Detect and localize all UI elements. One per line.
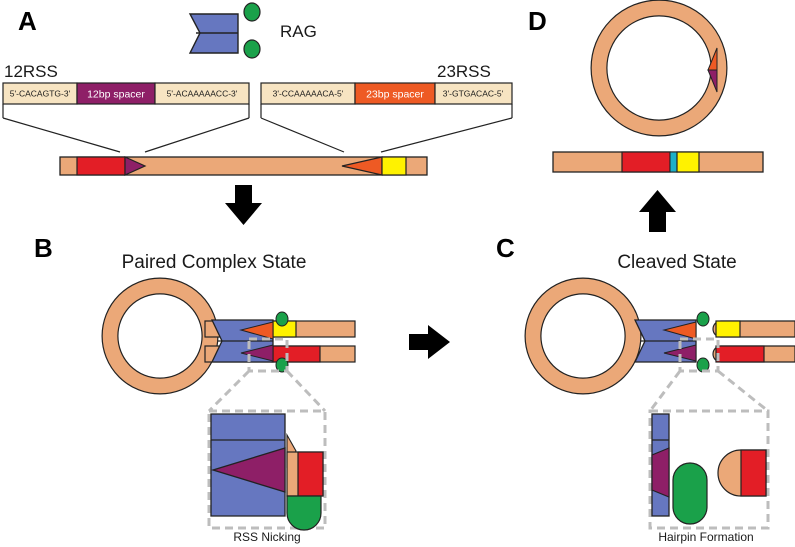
rss23-sequence-box <box>260 82 513 105</box>
panel-letter-b: B <box>34 233 53 263</box>
panel-letter-a: A <box>18 6 37 36</box>
arrow-up-icon <box>639 190 676 232</box>
excised-signal-circle <box>590 0 728 137</box>
rss23-nonamer: 3'-CCAAAAACA-5' <box>273 89 344 99</box>
hairpin-caption: Hairpin Formation <box>658 530 753 544</box>
panel-letter-c: C <box>496 233 515 263</box>
rss-callout-lines <box>2 104 513 153</box>
rss23-heptamer: 3'-GTGACAC-5' <box>443 89 504 99</box>
nicking-caption: RSS Nicking <box>233 530 300 544</box>
arrow-right-icon <box>409 325 450 359</box>
germline-dna-strand <box>59 156 428 176</box>
paired-complex <box>101 277 356 395</box>
nicking-zoom-callout <box>207 337 327 530</box>
rss12-nonamer: 5'-ACAAAAACC-3' <box>167 89 238 99</box>
nicking-zoom-detail <box>210 413 324 531</box>
rss23-spacer: 23bp spacer <box>366 89 424 101</box>
rss12-heptamer: 5'-CACAGTG-3' <box>10 89 71 99</box>
coding-joint-strand <box>552 151 764 173</box>
rag-label: RAG <box>280 22 317 41</box>
hairpin-zoom-detail <box>651 413 767 525</box>
cleaved-complex <box>524 277 795 395</box>
cleaved-state-title: Cleaved State <box>617 252 736 273</box>
hairpin-zoom-callout <box>648 337 770 530</box>
paired-complex-title: Paired Complex State <box>122 252 307 273</box>
rss23-label: 23RSS <box>437 62 491 81</box>
panel-letter-d: D <box>528 6 547 36</box>
rss12-spacer: 12bp spacer <box>87 89 145 101</box>
rag-complex-icon <box>188 2 261 59</box>
arrow-down-icon <box>225 185 262 225</box>
rss12-label: 12RSS <box>4 62 58 81</box>
rss12-sequence-box <box>2 82 250 105</box>
